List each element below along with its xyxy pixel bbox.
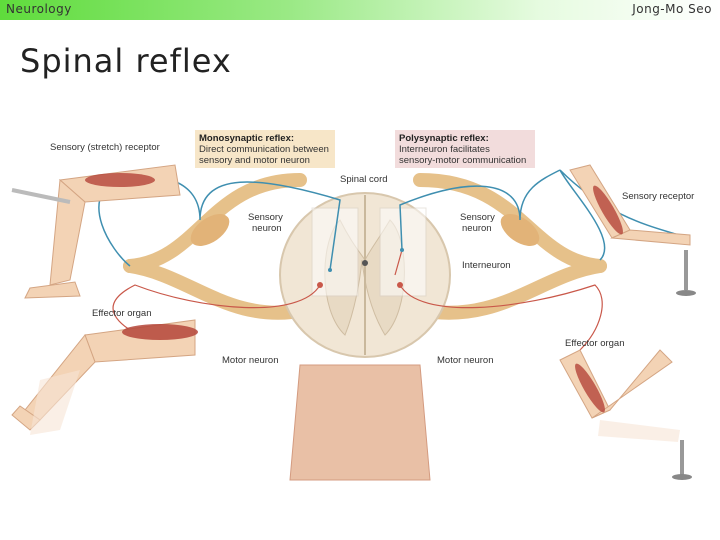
label-sensory-neuron-left-2: neuron [252, 223, 282, 234]
label-sensory-receptor: Sensory receptor [622, 191, 694, 202]
label-spinal-cord: Spinal cord [340, 174, 388, 185]
course-name: Neurology [6, 2, 72, 16]
author-name: Jong-Mo Seo [632, 2, 712, 16]
arm-illustration-top [569, 164, 696, 296]
label-motor-neuron-right: Motor neuron [437, 355, 494, 366]
polysynaptic-box: Polysynaptic reflex: Interneuron facilit… [395, 130, 535, 168]
spinal-reflex-diagram: Monosynaptic reflex: Direct communicatio… [11, 130, 696, 481]
motor-neurons [112, 249, 603, 351]
label-sensory-neuron-right-2: neuron [462, 223, 492, 234]
monosynaptic-box: Monosynaptic reflex: Direct communicatio… [195, 130, 335, 168]
slide-title: Spinal reflex [20, 42, 232, 80]
label-effector-organ-left: Effector organ [92, 308, 152, 319]
spinal-cord [279, 192, 451, 481]
label-sensory-neuron-right-1: Sensory [460, 212, 495, 223]
poly-title: Polysynaptic reflex: [399, 133, 489, 144]
header-bar: Neurology Jong-Mo Seo [0, 0, 720, 20]
mono-line2: sensory and motor neuron [199, 155, 310, 166]
leg-illustration-bottom [11, 319, 198, 435]
label-effector-organ-right: Effector organ [565, 338, 625, 349]
mono-line1: Direct communication between [199, 144, 329, 155]
synapse-dots [317, 248, 404, 288]
leg-illustration-top [11, 164, 181, 299]
ganglia [190, 214, 540, 246]
label-motor-neuron-left: Motor neuron [222, 355, 279, 366]
poly-line2: sensory-motor communication [399, 155, 526, 166]
label-sensory-neuron-left-1: Sensory [248, 212, 283, 223]
poly-line1: Interneuron facilitates [399, 144, 490, 155]
label-sensory-stretch-receptor: Sensory (stretch) receptor [50, 142, 160, 153]
arm-illustration-bottom [559, 349, 692, 480]
mono-title: Monosynaptic reflex: [199, 133, 294, 144]
label-interneuron: Interneuron [462, 260, 511, 271]
